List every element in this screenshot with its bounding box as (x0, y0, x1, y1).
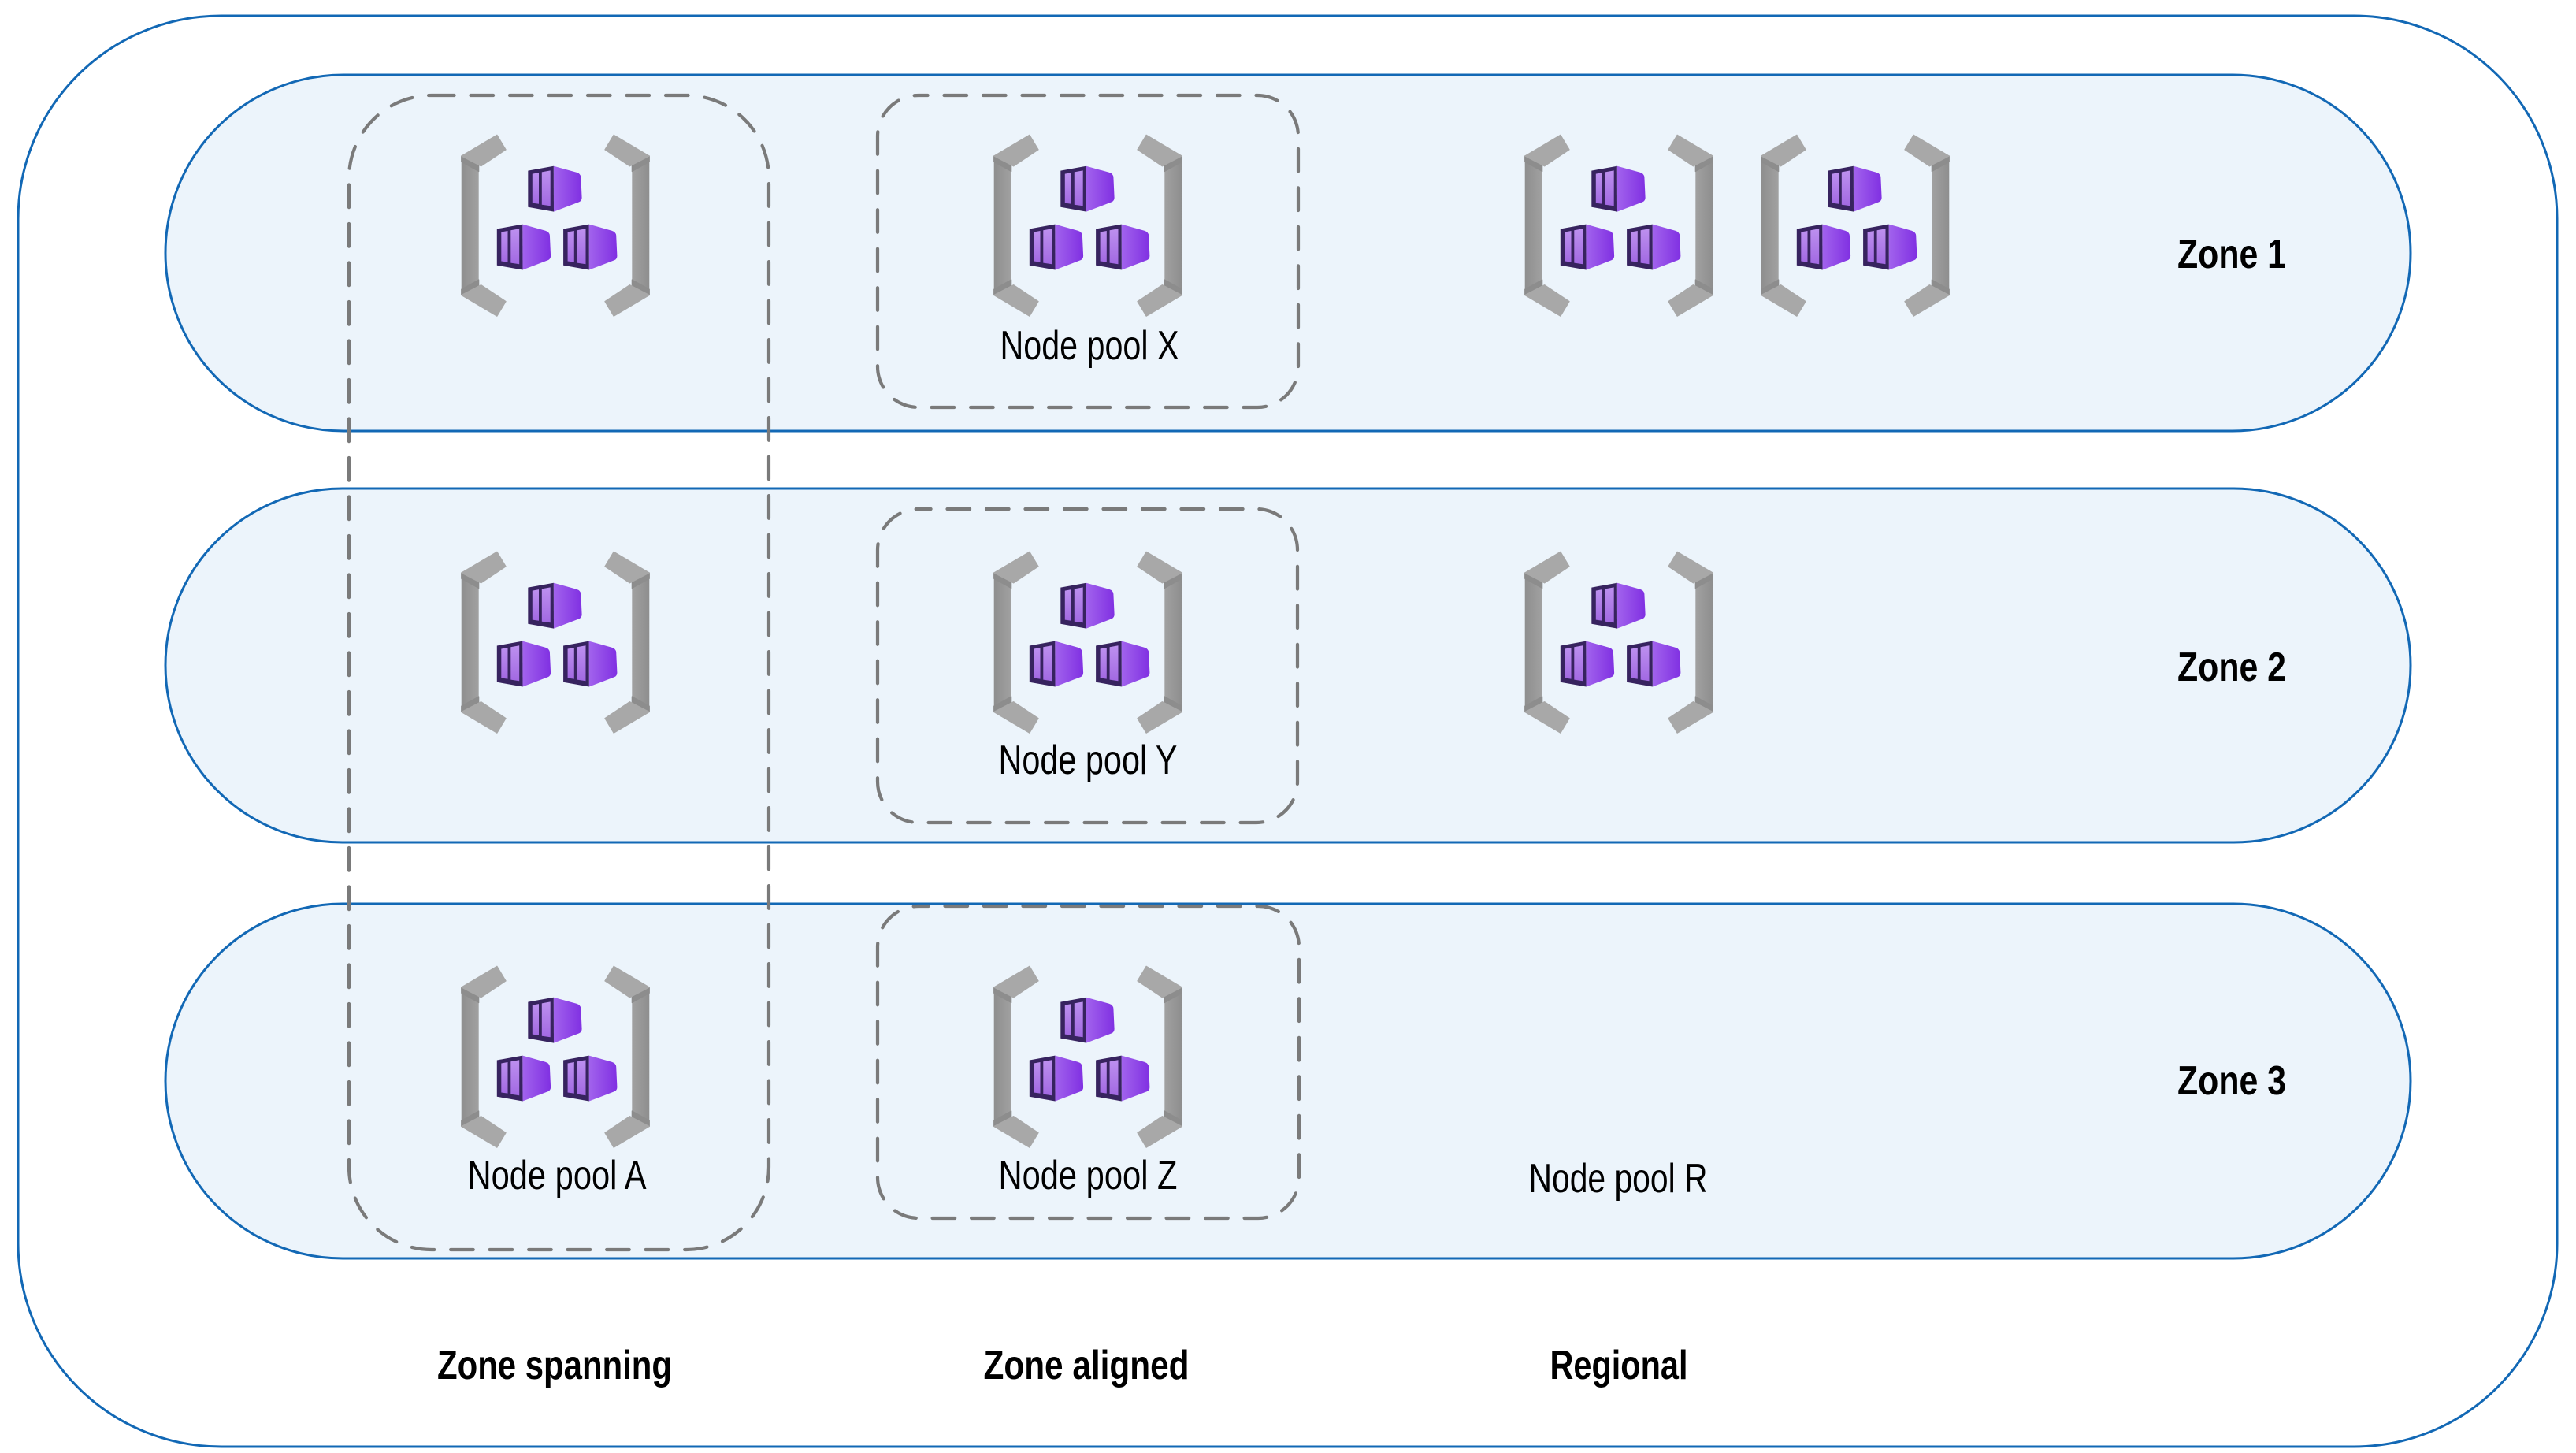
svg-text:Zone 2: Zone 2 (2177, 645, 2286, 690)
svg-text:Zone 3: Zone 3 (2177, 1058, 2286, 1104)
svg-text:Zone 1: Zone 1 (2177, 232, 2286, 277)
svg-text:Regional: Regional (1550, 1343, 1688, 1388)
svg-text:Node pool X: Node pool X (1000, 323, 1179, 369)
svg-text:Zone spanning: Zone spanning (437, 1343, 672, 1388)
svg-text:Zone aligned: Zone aligned (984, 1343, 1190, 1388)
svg-text:Node pool Y: Node pool Y (999, 738, 1178, 783)
svg-text:Node pool Z: Node pool Z (999, 1153, 1178, 1198)
svg-text:Node pool R: Node pool R (1529, 1156, 1708, 1202)
svg-text:Node pool A: Node pool A (468, 1153, 647, 1198)
